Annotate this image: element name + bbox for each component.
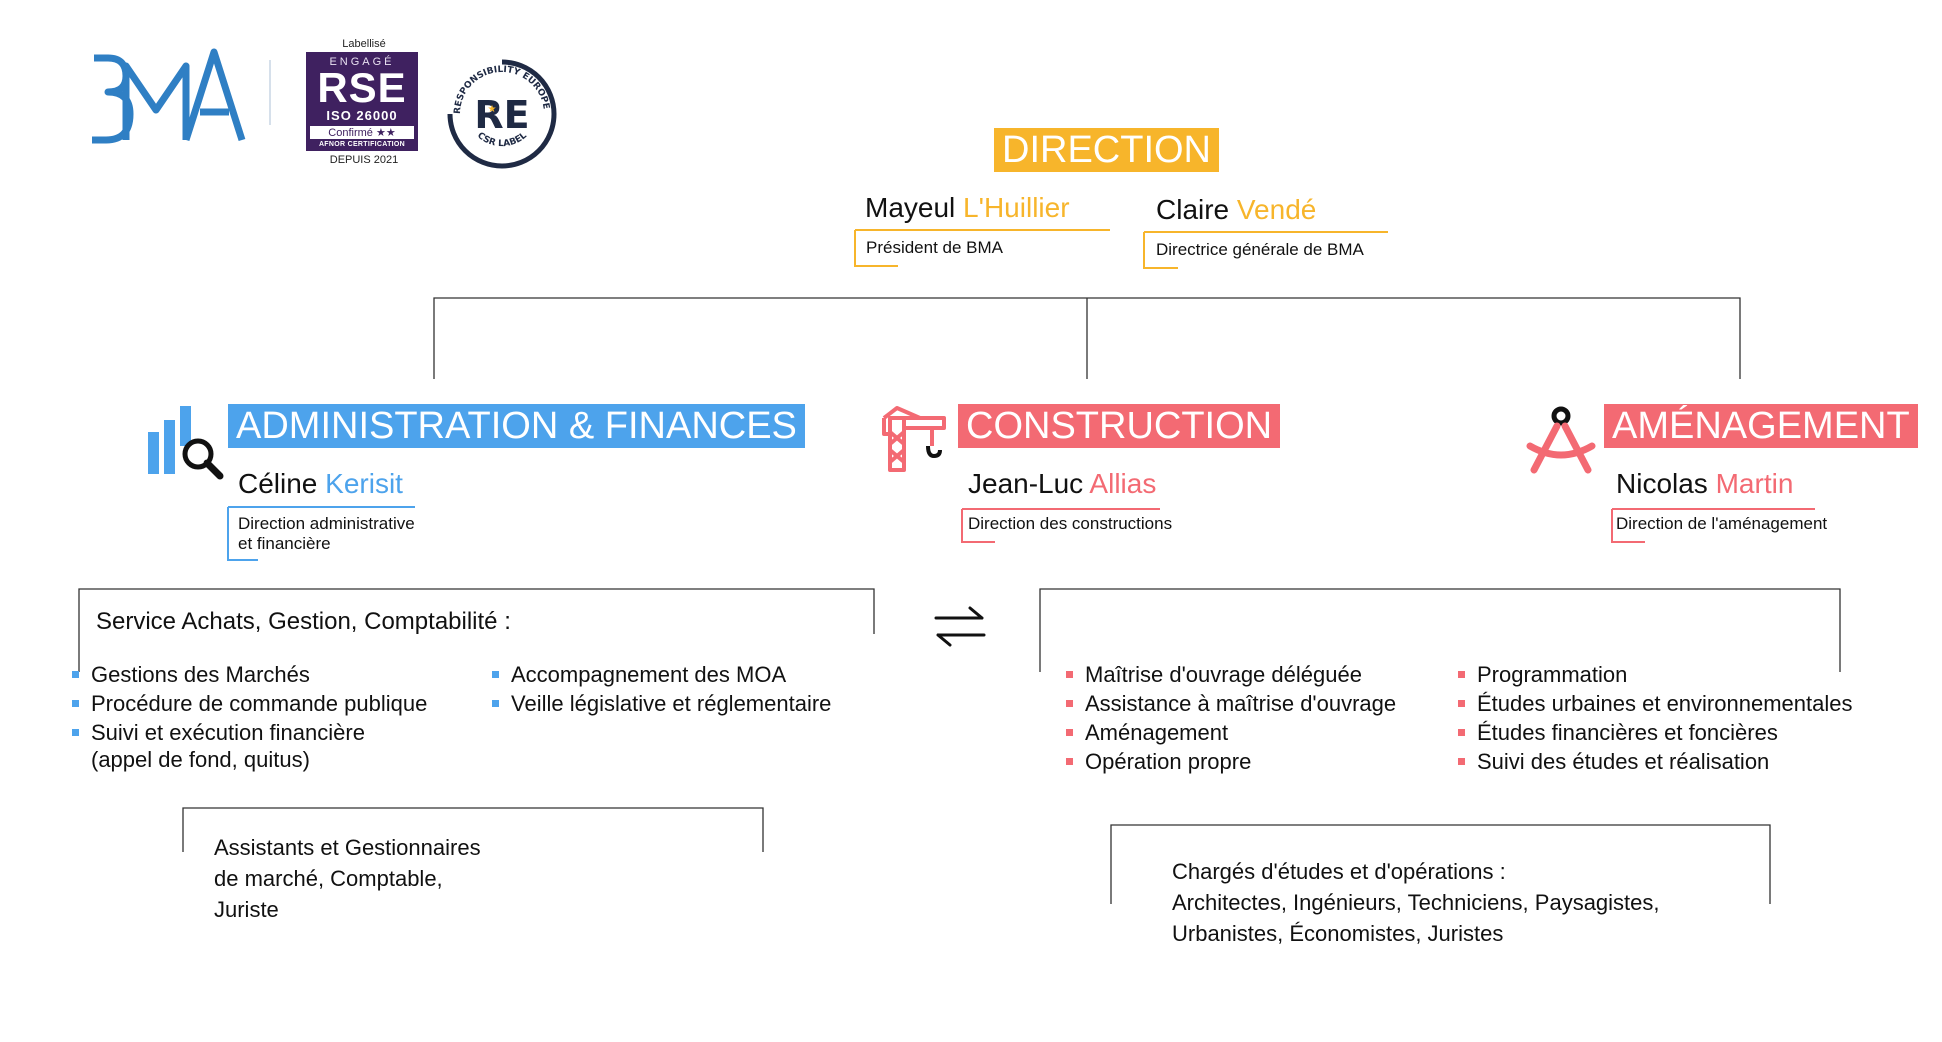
list-item: Études financières et foncières: [1458, 718, 1852, 747]
jeanluc-underline: [961, 508, 1160, 543]
jeanluc-last: Allias: [1089, 468, 1157, 499]
rse-afnor: AFNOR CERTIFICATION: [318, 141, 406, 148]
chart-magnifier-icon: [148, 406, 224, 480]
construction-title: CONSTRUCTION: [958, 404, 1281, 448]
direction-title: DIRECTION: [994, 128, 1219, 172]
nicolas-role: Direction de l'aménagement: [1616, 514, 1828, 533]
jeanluc-name: Jean-Luc Allias: [968, 468, 1156, 500]
svg-text:★: ★: [488, 104, 497, 115]
shared-list-right: Programmation Études urbaines et environ…: [1458, 660, 1852, 776]
rse-confirme: Confirmé ★★: [310, 126, 414, 139]
list-item: Accompagnement des MOA: [492, 660, 831, 689]
celine-last: Kerisit: [325, 468, 403, 499]
shared-team-line: Architectes, Ingénieurs, Techniciens, Pa…: [1172, 890, 1660, 915]
list-item: Procédure de commande publique: [72, 689, 427, 718]
shared-team: Chargés d'études et d'opérations : Archi…: [1172, 856, 1660, 949]
mayeul-name: Mayeul L'Huillier: [865, 192, 1070, 224]
rse-depuis: DEPUIS 2021: [329, 154, 399, 166]
claire-last: Vendé: [1236, 194, 1317, 225]
shared-service-bracket: [1039, 588, 1841, 672]
list-item: Études urbaines et environnementales: [1458, 689, 1852, 718]
admin-team: Assistants et Gestionnaires de marché, C…: [214, 832, 481, 925]
admin-title: ADMINISTRATION & FINANCES: [228, 404, 805, 448]
nicolas-underline: [1611, 508, 1815, 543]
celine-first: Céline: [238, 468, 318, 499]
claire-underline: [1143, 231, 1388, 269]
rse-iso: ISO 26000: [326, 108, 398, 123]
admin-team-line: de marché, Comptable,: [214, 866, 443, 891]
jeanluc-role: Direction des constructions: [968, 514, 1173, 533]
shared-list-left: Maîtrise d'ouvrage déléguée Assistance à…: [1066, 660, 1396, 776]
admin-team-bracket: [182, 807, 764, 852]
rse-labellise: Labellisé: [342, 38, 386, 50]
mayeul-underline: [854, 229, 1110, 267]
celine-name: Céline Kerisit: [238, 468, 403, 500]
admin-service-bracket: [78, 588, 875, 672]
re-csr-logo: RESPONSIBILITY EUROPE CSR LABEL RE ★: [447, 59, 557, 169]
crane-icon: [882, 406, 946, 472]
shared-team-line: Urbanistes, Économistes, Juristes: [1172, 921, 1504, 946]
jeanluc-first: Jean-Luc: [968, 468, 1084, 499]
claire-role: Directrice générale de BMA: [1156, 240, 1364, 259]
nicolas-name: Nicolas Martin: [1616, 468, 1793, 500]
rse-label-logo: Labellisé ENGAGÉ RSE ISO 26000 Confirmé …: [306, 38, 422, 166]
rse-engage: ENGAGÉ: [329, 56, 395, 68]
celine-role-line2: et financière: [238, 534, 331, 553]
celine-role: Direction administrative et financière: [238, 514, 415, 554]
nicolas-first: Nicolas: [1616, 468, 1708, 499]
re-center: RE: [474, 93, 529, 137]
nicolas-last: Martin: [1715, 468, 1794, 499]
mayeul-last: L'Huillier: [963, 192, 1070, 223]
claire-name: Claire Vendé: [1156, 194, 1316, 226]
amenagement-title: AMÉNAGEMENT: [1604, 404, 1918, 448]
list-item: Aménagement: [1066, 718, 1396, 747]
admin-list-right: Accompagnement des MOA Veille législativ…: [492, 660, 831, 718]
bma-logo: [92, 48, 246, 144]
exchange-arrows-icon: [934, 606, 986, 647]
claire-first: Claire: [1156, 194, 1230, 225]
rse-main: RSE: [317, 64, 407, 111]
compass-icon: [1526, 406, 1596, 474]
mayeul-first: Mayeul: [865, 192, 956, 223]
list-item: Gestions des Marchés: [72, 660, 427, 689]
list-item: Programmation: [1458, 660, 1852, 689]
list-item: Maîtrise d'ouvrage déléguée: [1066, 660, 1396, 689]
celine-role-line1: Direction administrative: [238, 514, 415, 533]
list-item: Opération propre: [1066, 747, 1396, 776]
admin-team-line: Assistants et Gestionnaires: [214, 835, 481, 860]
celine-underline: [227, 506, 415, 561]
list-item: Suivi et exécution financière: [72, 718, 427, 747]
rse-badge: ENGAGÉ RSE ISO 26000 Confirmé ★★ AFNOR C…: [306, 52, 418, 151]
mayeul-role: Président de BMA: [866, 238, 1004, 257]
list-item: Suivi des études et réalisation: [1458, 747, 1852, 776]
list-item: Assistance à maîtrise d'ouvrage: [1066, 689, 1396, 718]
admin-list-note: (appel de fond, quitus): [91, 747, 310, 772]
admin-list-left: Gestions des Marchés Procédure de comman…: [72, 660, 427, 747]
admin-service-title: Service Achats, Gestion, Comptabilité :: [96, 608, 511, 635]
shared-team-bracket: [1110, 824, 1771, 904]
list-item: Veille législative et réglementaire: [492, 689, 831, 718]
shared-team-line: Chargés d'études et d'opérations :: [1172, 859, 1506, 884]
admin-team-line: Juriste: [214, 897, 279, 922]
